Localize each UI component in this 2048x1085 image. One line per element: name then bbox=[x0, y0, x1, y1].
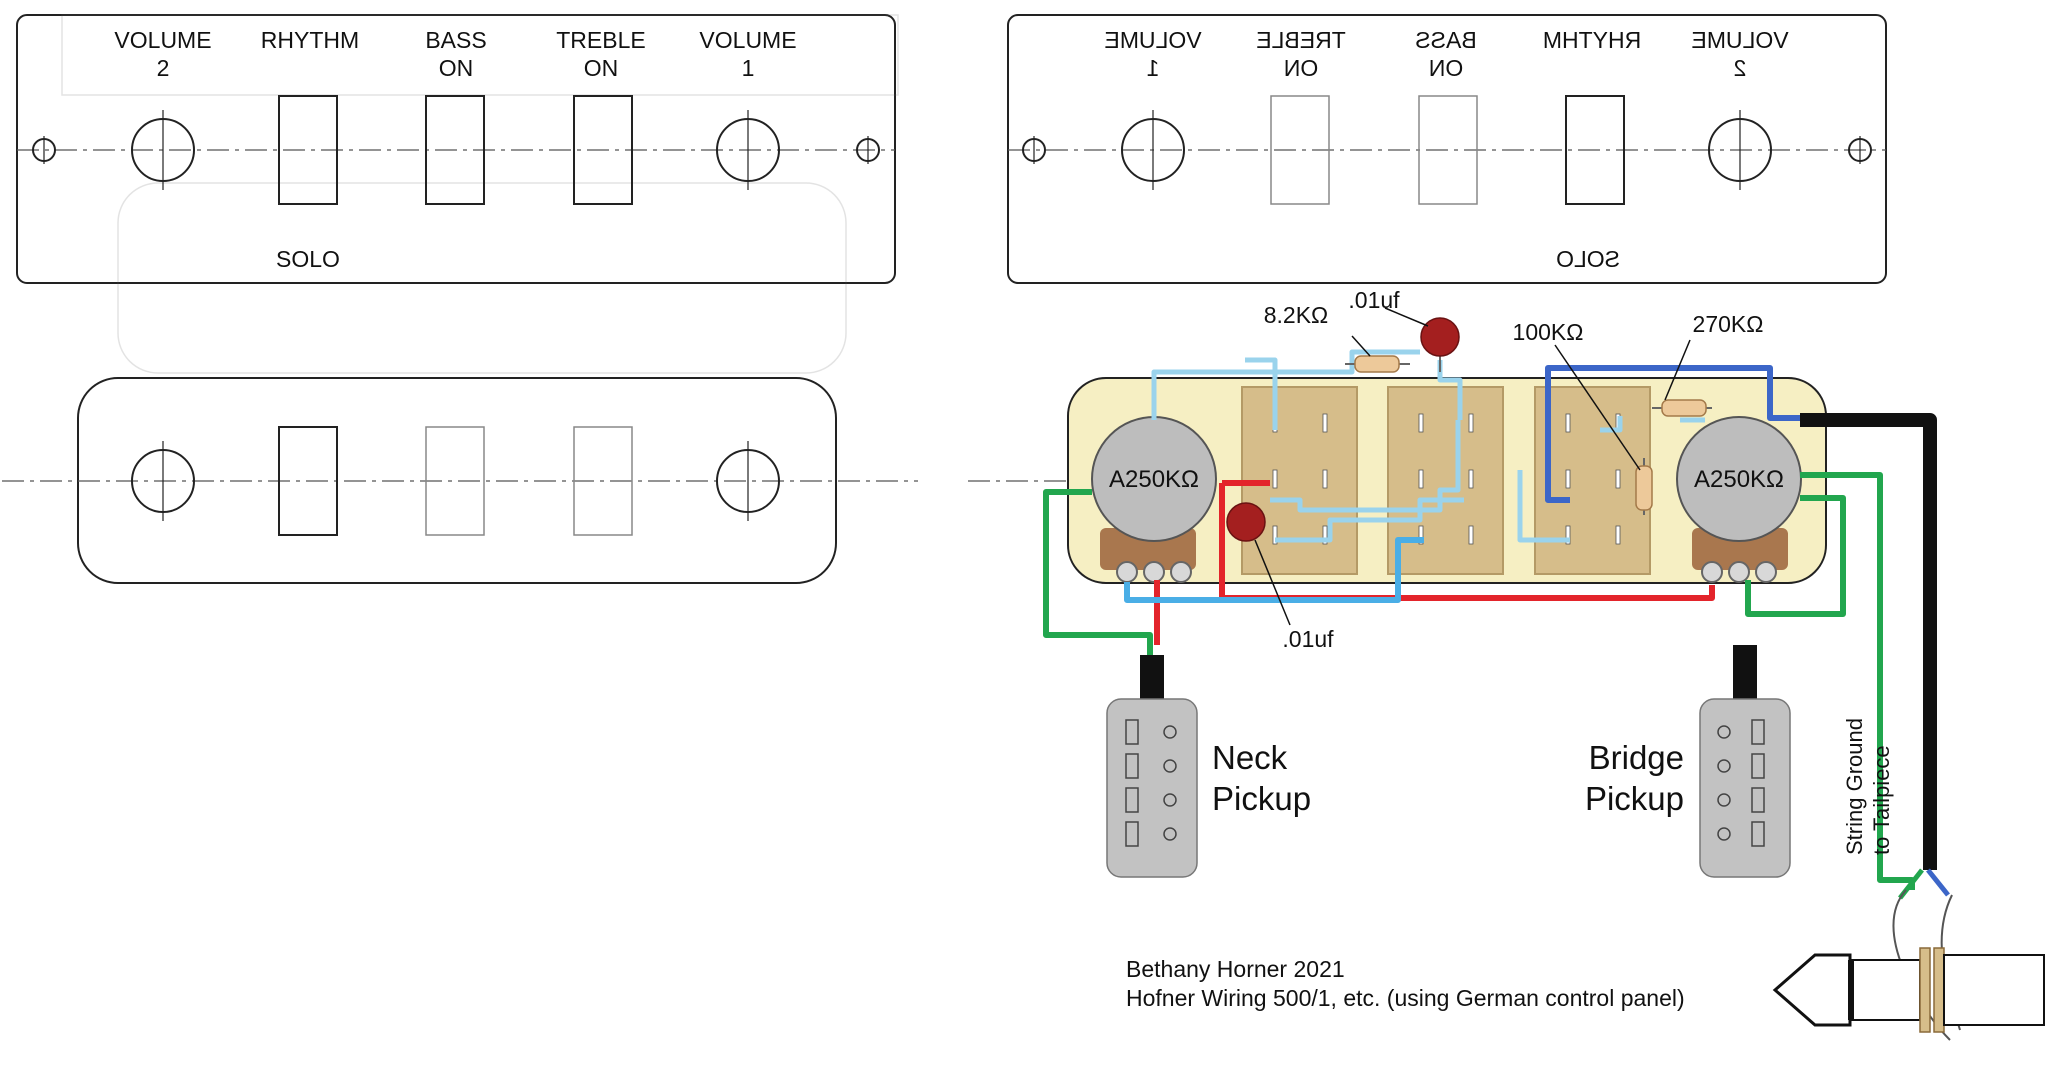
resistor-8k2-label: 8.2KΩ bbox=[1264, 302, 1329, 328]
back-mount-hole-right bbox=[1848, 136, 1872, 164]
back-control-panel: VOLUME 1 TREBLE ON BASS ON RHYTHM VOLUME… bbox=[1007, 14, 1887, 284]
back-volume-2-hole bbox=[1708, 110, 1772, 190]
blue-ground-wire bbox=[1124, 537, 1424, 603]
bass-switch-slot bbox=[425, 95, 485, 205]
rhythm-switch bbox=[1534, 386, 1651, 575]
outline-switch-slot-3 bbox=[573, 426, 633, 536]
mount-hole-right bbox=[856, 136, 880, 164]
volume-2-hole bbox=[131, 110, 195, 190]
credit-line-1: Bethany Horner 2021 bbox=[1126, 956, 1345, 982]
black-output-cable bbox=[1800, 413, 1937, 870]
back-treble-switch-slot bbox=[1270, 95, 1330, 205]
back-mount-hole-left bbox=[1022, 136, 1046, 164]
capacitor-top bbox=[1420, 317, 1460, 372]
bridge-pickup bbox=[1699, 645, 1791, 878]
bass-switch bbox=[1387, 386, 1504, 575]
bridge-pickup-label-2: Pickup bbox=[1585, 780, 1684, 817]
rhythm-switch-slot bbox=[278, 95, 338, 205]
panel-cutout-outline bbox=[2, 377, 918, 584]
output-jack bbox=[1772, 889, 2045, 1041]
back-label-volume2-num: 2 bbox=[1734, 55, 1747, 81]
back-label-treble: TREBLE bbox=[1256, 27, 1345, 53]
light-blue-wires bbox=[1151, 349, 1705, 543]
wiring-harness: A250KΩ A250KΩ bbox=[968, 287, 1950, 900]
resistor-100k-label: 100KΩ bbox=[1513, 319, 1584, 345]
neck-pickup-label-1: Neck bbox=[1212, 739, 1288, 776]
left-pot-label: A250KΩ bbox=[1109, 466, 1199, 493]
front-control-panel: VOLUME 2 RHYTHM BASS ON TREBLE ON VOLUME… bbox=[16, 14, 899, 374]
front-label-solo: SOLO bbox=[276, 246, 340, 272]
outline-knob-hole-left bbox=[131, 441, 195, 521]
front-label-bass-on: ON bbox=[439, 55, 474, 81]
mount-hole-left bbox=[32, 136, 56, 164]
front-label-treble-on: ON bbox=[584, 55, 619, 81]
back-label-treble-on: ON bbox=[1284, 55, 1319, 81]
front-label-volume2: VOLUME bbox=[114, 27, 211, 53]
red-wire bbox=[1154, 480, 1715, 645]
front-label-volume1-num: 1 bbox=[742, 55, 755, 81]
bridge-pickup-label-1: Bridge bbox=[1589, 739, 1684, 776]
back-bass-switch-slot bbox=[1418, 95, 1478, 205]
back-rhythm-switch-slot bbox=[1565, 95, 1625, 205]
neck-pickup-label-2: Pickup bbox=[1212, 780, 1311, 817]
back-label-rhythm: RHYTHM bbox=[1543, 27, 1641, 53]
right-volume-pot: A250KΩ bbox=[1676, 416, 1802, 583]
right-pot-label: A250KΩ bbox=[1694, 466, 1784, 493]
back-label-solo: SOLO bbox=[1556, 246, 1620, 272]
front-label-bass: BASS bbox=[425, 27, 486, 53]
capacitor-bottom-label: .01uf bbox=[1282, 626, 1334, 652]
leader-lines bbox=[1254, 307, 1691, 626]
green-wire-bridge bbox=[1745, 495, 1846, 617]
green-wire-neck bbox=[1043, 489, 1153, 655]
outline-switch-slot-2 bbox=[425, 426, 485, 536]
string-ground-label-2: to Tailpiece bbox=[1869, 745, 1894, 855]
back-label-bass-on: ON bbox=[1429, 55, 1464, 81]
front-label-rhythm: RHYTHM bbox=[261, 27, 359, 53]
dark-blue-wire bbox=[1545, 365, 1800, 503]
capacitor-bottom bbox=[1226, 502, 1266, 542]
resistor-270k bbox=[1652, 399, 1712, 417]
capacitor-top-label: .01uf bbox=[1348, 287, 1400, 313]
outline-knob-hole-right bbox=[716, 441, 780, 521]
front-label-volume2-num: 2 bbox=[157, 55, 170, 81]
back-volume-1-hole bbox=[1121, 110, 1185, 190]
string-ground-label-1: String Ground bbox=[1842, 718, 1867, 855]
treble-switch-slot bbox=[573, 95, 633, 205]
back-label-volume2: VOLUME bbox=[1691, 27, 1788, 53]
resistor-270k-label: 270KΩ bbox=[1693, 311, 1764, 337]
back-label-volume1: VOLUME bbox=[1104, 27, 1201, 53]
front-label-treble: TREBLE bbox=[556, 27, 645, 53]
volume-1-hole bbox=[716, 110, 780, 190]
front-label-volume1: VOLUME bbox=[699, 27, 796, 53]
back-label-bass: BASS bbox=[1415, 27, 1476, 53]
resistor-8k2 bbox=[1345, 355, 1410, 373]
credit-line-2: Hofner Wiring 500/1, etc. (using German … bbox=[1126, 985, 1685, 1011]
back-label-volume1-num: 1 bbox=[1147, 55, 1160, 81]
neck-pickup bbox=[1106, 655, 1198, 878]
outline-switch-slot-1 bbox=[278, 426, 338, 536]
resistor-100k bbox=[1635, 458, 1653, 515]
left-volume-pot: A250KΩ bbox=[1091, 416, 1217, 583]
jack-blue-lead bbox=[1926, 868, 1950, 897]
